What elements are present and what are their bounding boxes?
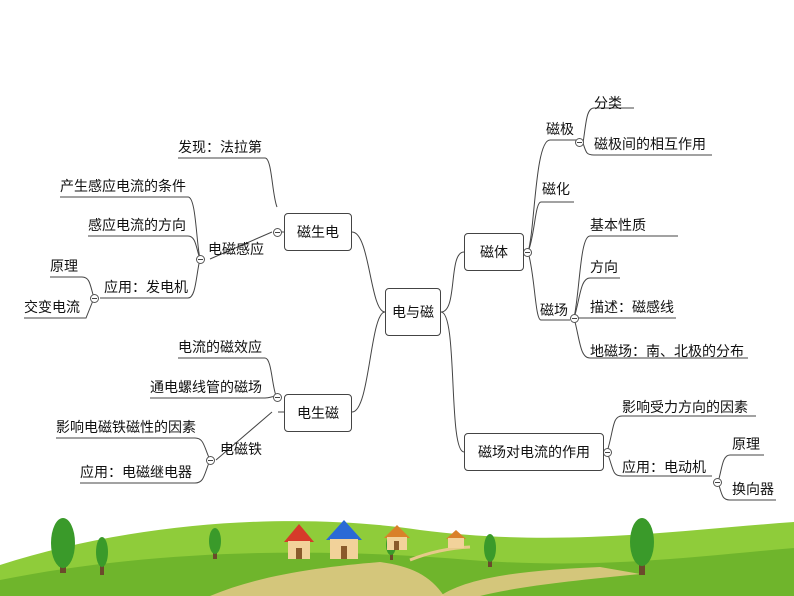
collapse-toggle[interactable] (206, 456, 215, 465)
label-magnetize[interactable]: 磁化 (542, 182, 570, 198)
collapse-toggle[interactable] (273, 393, 282, 402)
tree-icon (209, 528, 221, 559)
house-icon (446, 530, 466, 548)
label-basic-property[interactable]: 基本性质 (590, 218, 646, 234)
collapse-toggle[interactable] (273, 228, 282, 237)
branch-field-force-on-current[interactable]: 磁场对电流的作用 (464, 433, 604, 471)
label-pole[interactable]: 磁极 (546, 122, 574, 138)
house-icon (284, 524, 314, 559)
label-principle[interactable]: 原理 (50, 259, 78, 275)
house-icon (326, 520, 362, 559)
label-discovery[interactable]: 发现：法拉第 (178, 140, 262, 156)
label-electromagnet[interactable]: 电磁铁 (220, 442, 262, 458)
collapse-toggle[interactable] (196, 255, 205, 264)
hill-background (0, 521, 794, 596)
label-pole-interaction[interactable]: 磁极间的相互作用 (594, 137, 706, 153)
collapse-toggle[interactable] (90, 294, 99, 303)
label-motor-principle[interactable]: 原理 (732, 437, 760, 453)
label-field-lines[interactable]: 描述：磁感线 (590, 300, 674, 316)
tree-icon (96, 537, 108, 575)
central-topic[interactable]: 电与磁 (385, 288, 441, 336)
label-induction[interactable]: 电磁感应 (208, 242, 264, 258)
collapse-toggle[interactable] (575, 138, 584, 147)
label-solenoid[interactable]: 通电螺线管的磁场 (150, 380, 262, 396)
branch-electricity-to-magnetism[interactable]: 电生磁 (284, 394, 352, 432)
label-electromagnet-factors[interactable]: 影响电磁铁磁性的因素 (56, 420, 196, 436)
collapse-toggle[interactable] (570, 314, 579, 323)
label-induced-direction[interactable]: 感应电流的方向 (88, 218, 186, 234)
label-earth-field[interactable]: 地磁场：南、北极的分布 (590, 344, 744, 360)
label-classify[interactable]: 分类 (594, 96, 622, 112)
house-icon (384, 525, 410, 550)
label-force-factors[interactable]: 影响受力方向的因素 (622, 400, 748, 416)
label-field[interactable]: 磁场 (540, 303, 568, 319)
tree-icon (51, 518, 75, 573)
label-generator[interactable]: 应用：发电机 (104, 280, 188, 296)
label-field-direction[interactable]: 方向 (590, 260, 618, 276)
label-commutator[interactable]: 换向器 (732, 482, 774, 498)
label-magnetic-effect[interactable]: 电流的磁效应 (178, 340, 262, 356)
label-motor[interactable]: 应用：电动机 (622, 460, 706, 476)
label-relay[interactable]: 应用：电磁继电器 (80, 465, 192, 481)
collapse-toggle[interactable] (713, 478, 722, 487)
tree-icon (630, 518, 654, 575)
branch-magnet[interactable]: 磁体 (464, 233, 524, 271)
tree-icon (484, 534, 496, 567)
label-ac[interactable]: 交变电流 (24, 300, 80, 316)
label-condition[interactable]: 产生感应电流的条件 (60, 179, 186, 195)
branch-magnetism-to-electricity[interactable]: 磁生电 (284, 213, 352, 251)
